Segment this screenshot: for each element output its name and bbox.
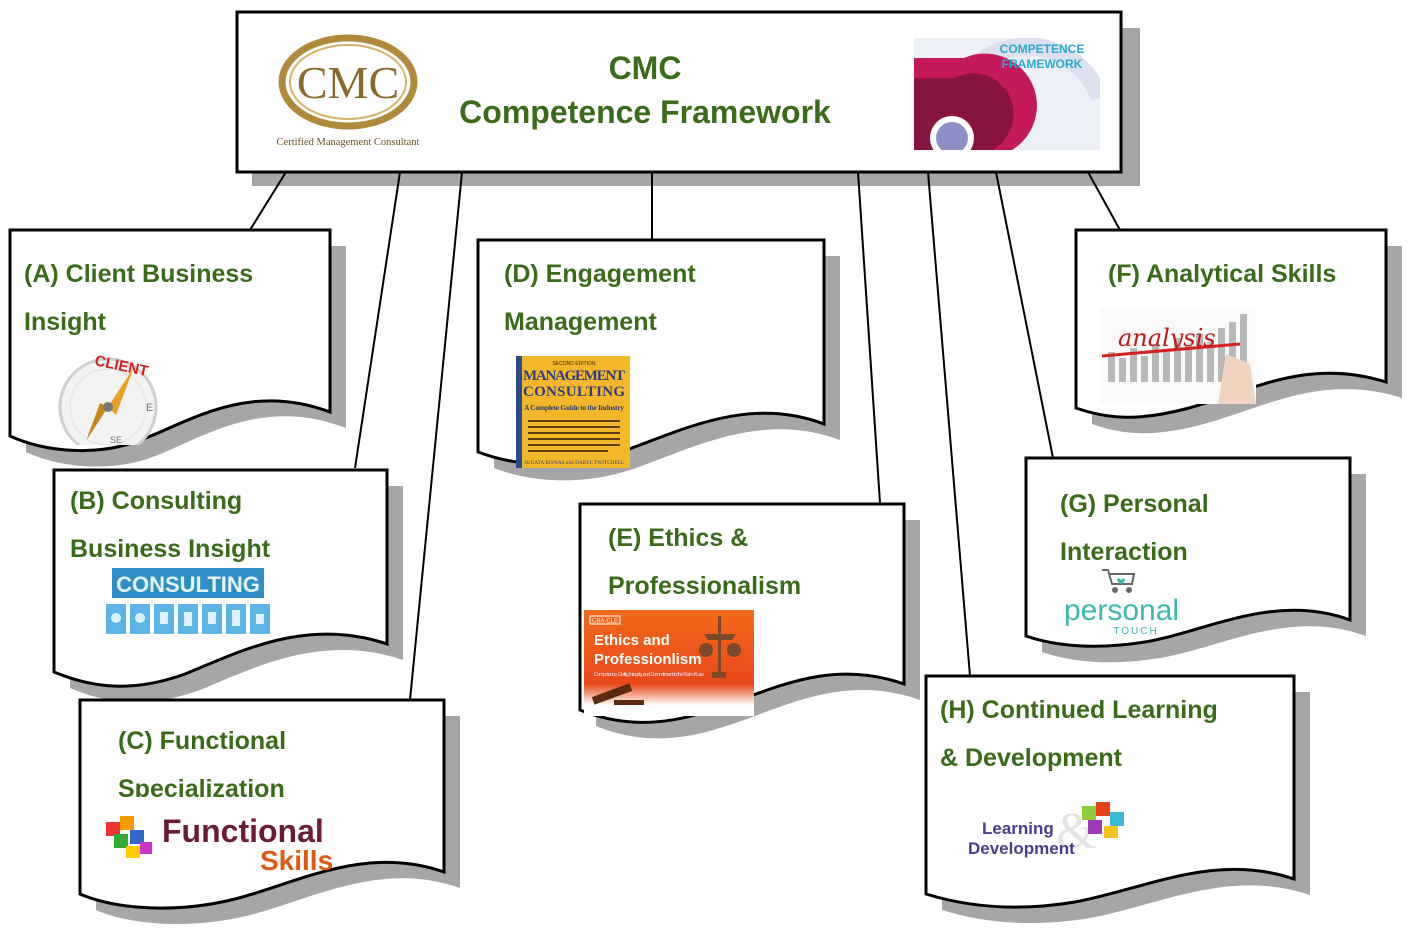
title-line-2: Competence Framework	[459, 94, 831, 130]
connector-h	[927, 171, 971, 677]
personal-touch-image: personal TOUCH	[1060, 568, 1200, 638]
card-c-shape	[78, 698, 446, 910]
competence-framework-logo: COMPETENCE FRAMEWORK	[914, 38, 1100, 150]
book-title-2: CONSULTING	[523, 384, 625, 400]
card-a-heading: (A) Client Business Insight	[24, 250, 253, 346]
card-f-heading: (F) Analytical Skills	[1108, 250, 1336, 298]
card-d-line-2: Management	[504, 308, 657, 336]
cf-caption-2: FRAMEWORK	[1002, 57, 1083, 71]
page-title: CMC Competence Framework	[440, 46, 850, 134]
card-d-heading: (D) Engagement Management	[504, 250, 696, 346]
ethics-book-title-2: Professionlism	[594, 651, 702, 668]
development-word: Development	[968, 839, 1075, 858]
connector-a	[249, 171, 287, 231]
compass-image: E SE CLIENT	[50, 345, 178, 445]
card-b-line-1: (B) Consulting	[70, 487, 243, 515]
card-c-heading: (C) Functional Specialization	[118, 717, 286, 797]
card-e-line-2: Professionalism	[608, 572, 802, 600]
title-line-1: CMC	[608, 50, 682, 86]
card-f-line-1: (F) Analytical Skills	[1108, 260, 1337, 288]
cart-icon	[1102, 569, 1136, 593]
skills-word: Skills	[260, 845, 333, 874]
functional-skills-image: Functional Skills	[100, 808, 350, 874]
cf-caption-1: COMPETENCE	[1000, 42, 1085, 56]
svg-text:SE: SE	[110, 435, 122, 445]
consulting-word: CONSULTING	[116, 572, 260, 597]
card-a-line-2: Insight	[24, 308, 106, 336]
connector-e	[857, 171, 881, 504]
card-h-heading: (H) Continued Learning & Development	[940, 686, 1218, 782]
card-g-heading: (G) Personal Interaction	[1060, 480, 1209, 576]
cmc-logo-caption: Certified Management Consultant	[277, 137, 420, 148]
analysis-chart-image: analysis	[1100, 308, 1256, 404]
card-d-line-1: (D) Engagement	[504, 260, 696, 288]
book-subtitle: A Complete Guide to the Industry	[524, 403, 624, 412]
card-h-line-1: (H) Continued Learning	[940, 696, 1218, 724]
analysis-word: analysis	[1118, 324, 1216, 352]
book-authors: SUGATA BISWAS and DARYL TWITCHELL	[524, 461, 624, 466]
connector-f	[1087, 171, 1121, 231]
card-b-heading: (B) Consulting Business Insight	[70, 477, 270, 573]
card-e-heading: (E) Ethics & Professionalism	[608, 514, 801, 610]
card-g-line-1: (G) Personal	[1060, 490, 1209, 518]
card-a-line-1: (A) Client Business	[24, 260, 254, 288]
cmc-logo-mark: CMC	[297, 57, 399, 108]
svg-text:E: E	[146, 402, 153, 414]
card-c-line-1: (C) Functional	[118, 727, 287, 755]
connector-b	[354, 171, 401, 469]
card-g-shape	[1024, 456, 1352, 648]
card-b-line-2: Business Insight	[70, 535, 271, 563]
consulting-image: CONSULTING	[104, 566, 272, 640]
connector-c	[409, 171, 463, 701]
card-c-line-2: Specialization	[118, 775, 285, 797]
learning-word: Learning	[982, 819, 1054, 838]
functional-word: Functional	[162, 813, 324, 849]
learning-development-image: & Learning Development	[964, 788, 1136, 884]
book-title-1: MANAGEMENT	[523, 368, 625, 384]
management-consulting-book: SECOND EDITION MANAGEMENT CONSULTING A C…	[516, 356, 630, 468]
ethics-book-tag: CBA·CLE	[592, 619, 618, 625]
book-edition: SECOND EDITION	[552, 361, 595, 367]
ethics-book-image: CBA·CLE Ethics and Professionlism Compet…	[584, 610, 754, 716]
ethics-book-subtitle: Competence, Civility, Integrity, and Com…	[594, 672, 704, 678]
personal-word: personal	[1064, 594, 1179, 627]
connector-g	[995, 171, 1054, 459]
card-g-line-2: Interaction	[1060, 538, 1188, 566]
touch-word: TOUCH	[1113, 626, 1158, 637]
cmc-logo: CMC Certified Management Consultant	[250, 30, 446, 154]
ethics-book-title-1: Ethics and	[594, 632, 670, 649]
card-h-line-2: & Development	[940, 744, 1122, 772]
card-e-line-1: (E) Ethics &	[608, 524, 749, 552]
